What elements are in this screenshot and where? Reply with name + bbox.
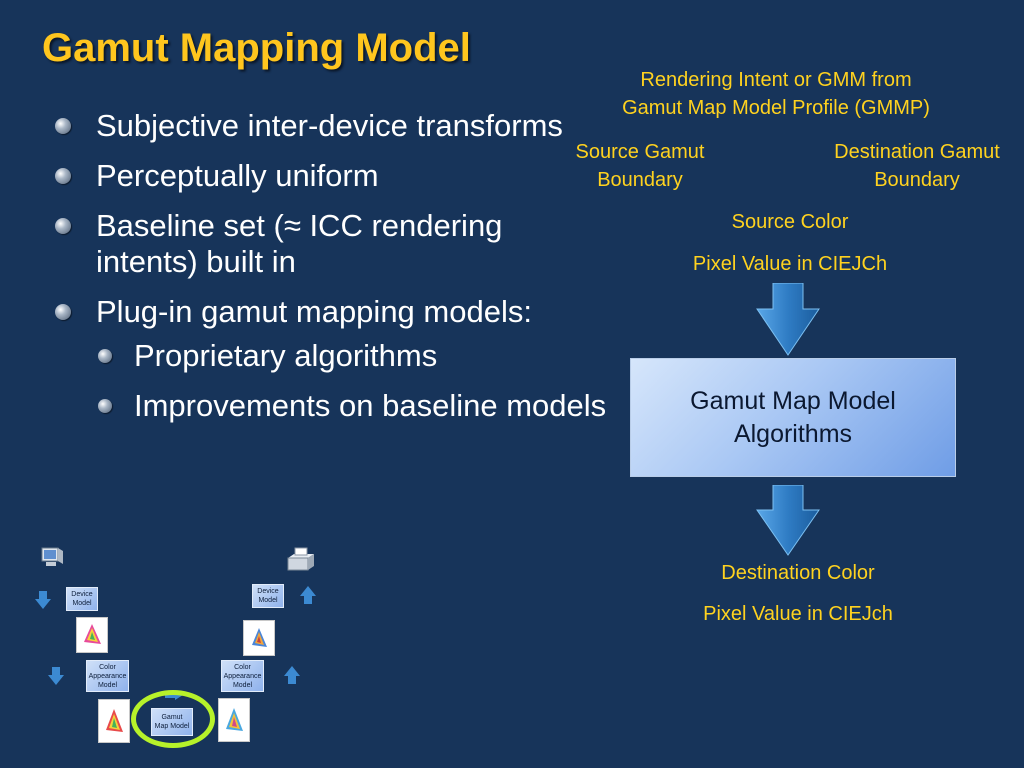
source-color-label: Source Color <box>731 211 849 233</box>
source-gamut-label: Source Gamut Boundary <box>560 138 720 194</box>
source-gamut-line1: Source Gamut <box>575 141 705 163</box>
destination-gamut-line1: Destination Gamut <box>834 141 1000 163</box>
bullet-text: Perceptually uniform <box>96 158 379 193</box>
gamut-thumbnail <box>243 620 275 656</box>
gamut-thumbnail <box>98 699 130 743</box>
rendering-intent-line2: Gamut Map Model Profile (GMMP) <box>622 97 930 119</box>
bullet-item: Subjective inter-device transforms <box>50 108 610 144</box>
gamut-plot-icon <box>84 624 101 644</box>
down-arrow-icon <box>35 591 51 609</box>
gamut-thumbnail <box>218 698 250 742</box>
left-device-model-box: Device Model <box>66 587 98 611</box>
bullet-dot-icon <box>55 168 71 184</box>
bullet-text: Subjective inter-device transforms <box>96 108 563 143</box>
down-arrow-icon <box>756 283 820 356</box>
source-pixel-label: Pixel Value in CIEJCh <box>692 253 888 275</box>
destination-gamut-label: Destination Gamut Boundary <box>818 138 1016 194</box>
destination-pixel-label: Pixel Value in CIEJch <box>703 603 893 625</box>
bullet-text: Improvements on baseline models <box>134 388 607 423</box>
gamut-plot-icon <box>106 709 123 732</box>
rendering-intent-label: Rendering Intent or GMM from Gamut Map M… <box>600 66 952 122</box>
down-arrow-icon <box>48 667 64 685</box>
bullet-text: Plug-in gamut mapping models: <box>96 294 532 329</box>
right-device-model-box: Device Model <box>252 584 284 608</box>
monitor-icon <box>41 547 63 566</box>
destination-gamut-line2: Boundary <box>874 169 960 191</box>
sub-bullet-item: Proprietary algorithms <box>50 338 610 374</box>
bullet-list: Subjective inter-device transforms Perce… <box>50 108 610 438</box>
right-device-model-label: Device Model <box>257 588 279 604</box>
up-arrow-icon <box>284 666 300 684</box>
bullet-item: Plug-in gamut mapping models: <box>50 294 610 330</box>
up-arrow-icon <box>300 586 316 604</box>
left-color-appearance-model-label: Color Appearance Model <box>88 663 127 689</box>
left-device-model-label: Device Model <box>71 591 93 607</box>
destination-color-label: Destination Color <box>721 562 875 584</box>
bullet-dot-icon <box>55 218 71 234</box>
bullet-dot-icon <box>55 304 71 320</box>
source-gamut-line2: Boundary <box>597 169 683 191</box>
gamut-map-model-box: Gamut Map Model Algorithms <box>630 358 956 477</box>
sub-bullet-dot-icon <box>98 349 112 363</box>
printer-icon <box>287 547 314 571</box>
gamut-thumbnail <box>76 617 108 653</box>
left-color-appearance-model-box: Color Appearance Model <box>86 660 129 692</box>
gamut-plot-icon <box>226 708 243 731</box>
bullet-text: Baseline set (≈ ICC rendering intents) b… <box>96 208 503 279</box>
right-color-appearance-model-label: Color Appearance Model <box>223 663 262 689</box>
bullet-dot-icon <box>55 118 71 134</box>
page-title: Gamut Mapping Model <box>42 26 471 70</box>
right-color-appearance-model-box: Color Appearance Model <box>221 660 264 692</box>
sub-bullet-item: Improvements on baseline models <box>50 388 610 424</box>
highlight-ring <box>131 690 215 748</box>
bullet-item: Perceptually uniform <box>50 158 610 194</box>
gamut-plot-icon <box>252 628 267 647</box>
bullet-text: Proprietary algorithms <box>134 338 438 373</box>
down-arrow-icon <box>756 485 820 556</box>
bullet-item: Baseline set (≈ ICC rendering intents) b… <box>50 208 610 280</box>
rendering-intent-line1: Rendering Intent or GMM from <box>640 69 912 91</box>
sub-bullet-dot-icon <box>98 399 112 413</box>
gamut-map-model-label: Gamut Map Model Algorithms <box>690 386 896 448</box>
